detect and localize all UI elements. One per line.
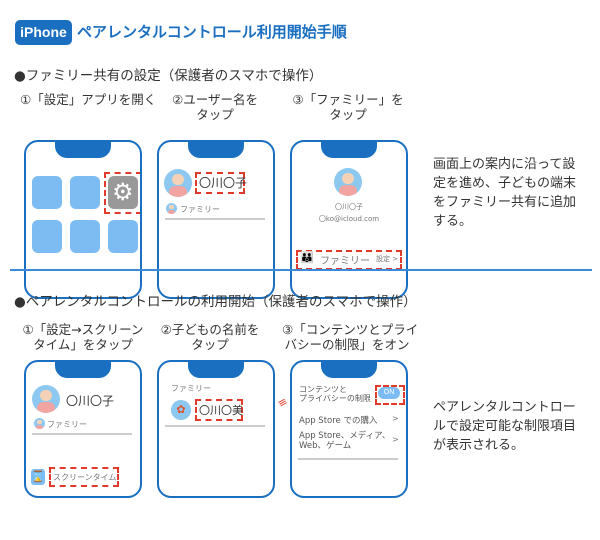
chevron-right-icon: > bbox=[392, 435, 399, 444]
phone-notch bbox=[321, 362, 377, 378]
child-name[interactable]: 〇川〇美 bbox=[199, 404, 243, 417]
settings-gear-icon[interactable]: ⚙ bbox=[108, 176, 138, 209]
iphone-badge: iPhone bbox=[15, 20, 72, 45]
hourglass-icon: ⌛ bbox=[31, 469, 45, 485]
s2-phone-3: コンテンツと プライバシーの制限 ON App Store での購入 > App… bbox=[290, 360, 408, 498]
phone-notch bbox=[188, 362, 244, 378]
user-email: 〇ko@icloud.com bbox=[318, 215, 380, 223]
s2-step-3: ③「コンテンツとプライ バシーの制限」をオン bbox=[282, 322, 419, 352]
highlight-box bbox=[49, 467, 119, 487]
flower-avatar-icon: ✿ bbox=[171, 400, 191, 420]
app-icon bbox=[108, 220, 138, 253]
s2-phone-2: ファミリー ✿ 〇川〇美 bbox=[157, 360, 275, 498]
family-avatar bbox=[166, 203, 177, 214]
divider bbox=[165, 425, 265, 427]
section-divider bbox=[10, 269, 592, 271]
page-title: ペアレンタルコントロール利用開始手順 bbox=[77, 23, 347, 41]
highlight-box bbox=[375, 385, 405, 405]
s2-phone-1: 〇川〇子 ファミリー ⌛ スクリーンタイム bbox=[24, 360, 142, 498]
family-item[interactable]: ファミリー bbox=[320, 256, 370, 267]
user-name[interactable]: 〇川〇子 bbox=[199, 176, 248, 190]
highlight-box bbox=[104, 172, 140, 214]
user-name: 〇川〇子 bbox=[66, 394, 115, 408]
phone-notch bbox=[55, 142, 111, 158]
section2-description: ペアレンタルコントロールで設定可能な制限項目が表示される。 bbox=[433, 400, 577, 453]
app-icon bbox=[70, 176, 100, 209]
family-label: ファミリー bbox=[180, 205, 220, 214]
user-avatar bbox=[334, 168, 362, 196]
highlight-box bbox=[195, 172, 245, 194]
s1-step-1: ①「設定」アプリを開く bbox=[20, 92, 157, 107]
restriction-label: コンテンツと プライバシーの制限 bbox=[299, 385, 371, 403]
chevron-right-icon: > bbox=[392, 414, 399, 423]
user-avatar bbox=[164, 169, 192, 197]
divider bbox=[165, 218, 265, 220]
app-store-media-item[interactable]: App Store、メディア、 Web、ゲーム bbox=[299, 431, 391, 451]
phone-notch bbox=[321, 142, 377, 158]
tap-indicator-icon: ≡ bbox=[275, 394, 290, 411]
phone-notch bbox=[188, 142, 244, 158]
divider bbox=[32, 433, 132, 435]
screen-time-item[interactable]: スクリーンタイム bbox=[53, 473, 117, 482]
phone-notch bbox=[55, 362, 111, 378]
section1-heading: ●ファミリー共有の設定（保護者のスマホで操作） bbox=[14, 68, 323, 84]
s1-step-2: ②ユーザー名を タップ bbox=[172, 92, 258, 122]
s2-step-1: ①「設定→スクリーン タイム」をタップ bbox=[22, 322, 144, 352]
family-avatar bbox=[34, 418, 45, 429]
s1-phone-3: 〇川〇子 〇ko@icloud.com 👪 ファミリー 設定 > bbox=[290, 140, 408, 299]
app-icon bbox=[32, 220, 62, 253]
s1-phone-2: 〇川〇子 ファミリー bbox=[157, 140, 275, 299]
s1-step-3: ③「ファミリー」を タップ bbox=[292, 92, 404, 122]
section2-heading: ●ペアレンタルコントロールの利用開始（保護者のスマホで操作） bbox=[14, 294, 417, 310]
family-group-icon: 👪 bbox=[300, 251, 314, 264]
user-name: 〇川〇子 bbox=[335, 203, 363, 211]
family-section-label: ファミリー bbox=[171, 384, 211, 393]
divider bbox=[298, 458, 398, 460]
restriction-toggle[interactable]: ON bbox=[378, 387, 400, 399]
s2-step-2: ②子どもの名前を タップ bbox=[160, 322, 260, 352]
section1-description: 画面上の案内に沿って設定を進め、子どもの端末をファミリー共有に追加する。 bbox=[433, 157, 577, 229]
app-store-purchase-item[interactable]: App Store での購入 bbox=[299, 416, 378, 426]
app-icon bbox=[70, 220, 100, 253]
highlight-box bbox=[195, 399, 243, 421]
user-avatar bbox=[32, 385, 60, 413]
settings-link[interactable]: 設定 > bbox=[376, 255, 399, 263]
family-label: ファミリー bbox=[47, 420, 87, 429]
s1-phone-1: ⚙ bbox=[24, 140, 142, 299]
app-icon bbox=[32, 176, 62, 209]
